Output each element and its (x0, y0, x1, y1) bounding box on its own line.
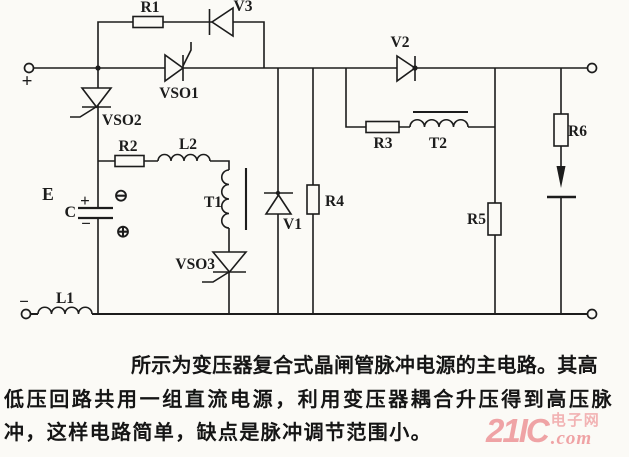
resistor-r6 (553, 113, 569, 147)
watermark-21ic: 21IC 电子网 .com (486, 412, 601, 449)
resistor-r2 (114, 154, 145, 168)
wires (30, 21, 588, 316)
label-r1: R1 (141, 0, 160, 16)
thyristor-vso1 (164, 42, 192, 83)
capacitor-c (78, 206, 113, 220)
label-l1: L1 (56, 290, 74, 307)
label-vso2: VSO2 (102, 112, 142, 129)
junction-dot (412, 65, 418, 71)
label-r6: R6 (568, 123, 587, 140)
label-r2: R2 (119, 138, 138, 155)
caption-line-2: 低压回路共用一组直流电源，利用变压器耦合升压得到高压脉 (4, 389, 615, 411)
diode-v2 (396, 54, 417, 83)
label-vso1: VSO1 (159, 85, 199, 102)
label-r3: R3 (374, 135, 393, 152)
label-minus: − (19, 292, 29, 311)
label-cap-minus: − (81, 214, 91, 233)
terminal-negative (20, 308, 32, 320)
label-l2: L2 (179, 136, 197, 153)
label-vso3: VSO3 (175, 256, 215, 273)
circled-plus-symbol: ⊕ (116, 222, 130, 241)
thyristor-vso3 (202, 251, 248, 283)
circuit-diagram: + − R1 V3 VSO1 VSO2 R2 L2 T1 VSO3 V1 R4 … (19, 0, 598, 320)
label-v3: V3 (234, 0, 253, 15)
t2-coil (409, 119, 469, 128)
label-cap-plus: + (80, 191, 90, 210)
spark-gap (547, 166, 576, 199)
resistor-r4 (306, 184, 320, 215)
caption-line-3: 冲，这样电路简单，缺点是脉冲调节范围小。 (4, 422, 432, 444)
junction-dot (95, 65, 101, 71)
watermark-brand: 21IC (486, 412, 550, 449)
diode-v1 (264, 190, 293, 215)
resistor-r1 (132, 15, 164, 29)
t1-coil (221, 169, 230, 229)
terminal-output-bottom (586, 308, 598, 320)
diode-v3 (208, 6, 234, 38)
watermark-stack: 电子网 .com (550, 413, 601, 449)
label-e: E (42, 184, 54, 204)
label-t1: T1 (204, 194, 222, 211)
label-t2: T2 (429, 135, 447, 152)
bypass-branch (97, 21, 265, 68)
spark-gap-arrow (556, 166, 566, 188)
l2-to-t1-wire (210, 160, 230, 170)
terminal-positive (23, 62, 35, 74)
circled-minus-symbol: ⊖ (114, 186, 128, 205)
thyristor-vso2 (70, 87, 113, 118)
label-c: C (64, 204, 76, 221)
watermark-cn-text: 电子网 (550, 413, 601, 429)
l2-coil (157, 153, 211, 162)
l1-coil (37, 306, 93, 315)
caption-line-1: 所示为变压器复合式晶闸管脉冲电源的主电路。其高 (131, 355, 598, 377)
watermark-com-text: .com (550, 428, 593, 449)
label-plus: + (22, 71, 33, 92)
label-r4: R4 (325, 193, 344, 210)
resistor-r3 (365, 120, 400, 134)
label-v2: V2 (391, 34, 410, 51)
label-v1: V1 (283, 216, 302, 233)
resistor-r5 (487, 202, 502, 236)
terminal-output-top (586, 62, 598, 74)
label-r5: R5 (467, 211, 486, 228)
